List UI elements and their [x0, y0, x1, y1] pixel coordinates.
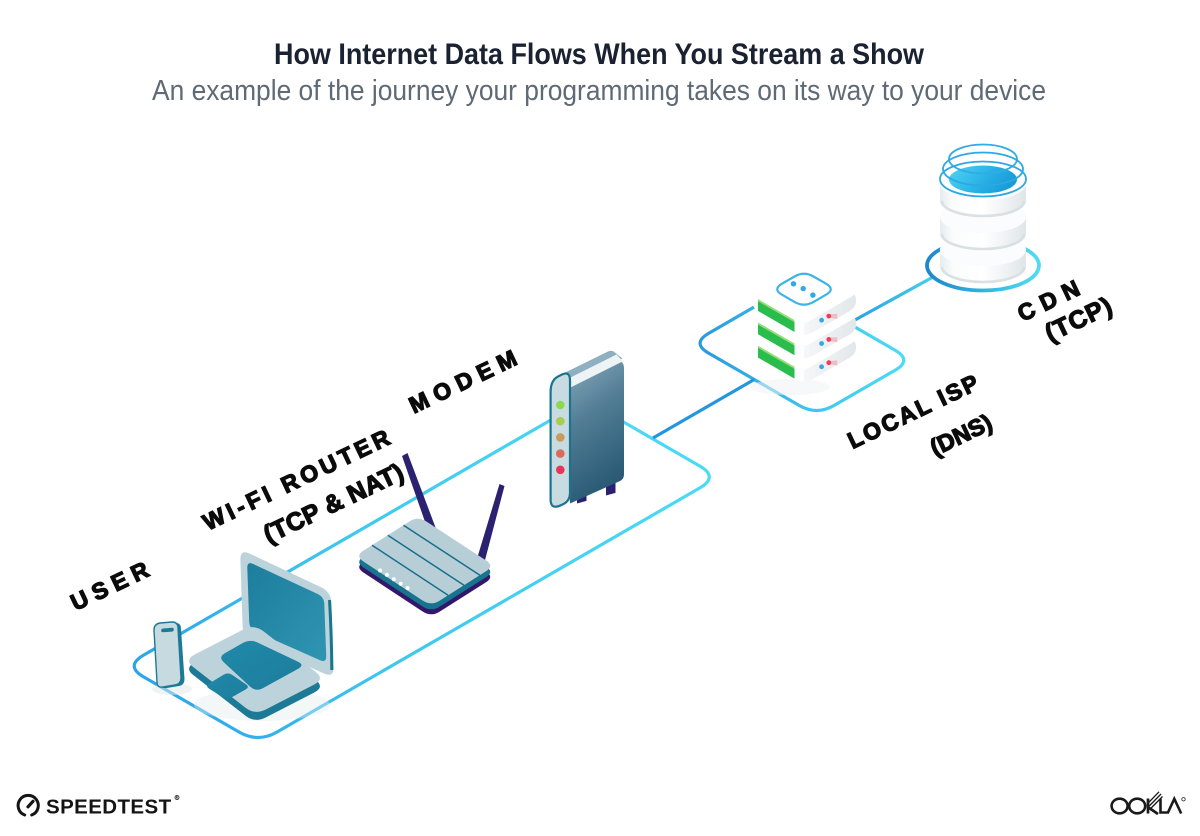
svg-text:SPEEDTEST: SPEEDTEST — [46, 796, 172, 819]
svg-text:An example of the journey your: An example of the journey your programmi… — [152, 75, 1046, 107]
svg-text:How Internet Data Flows When Y: How Internet Data Flows When You Stream … — [274, 38, 925, 71]
